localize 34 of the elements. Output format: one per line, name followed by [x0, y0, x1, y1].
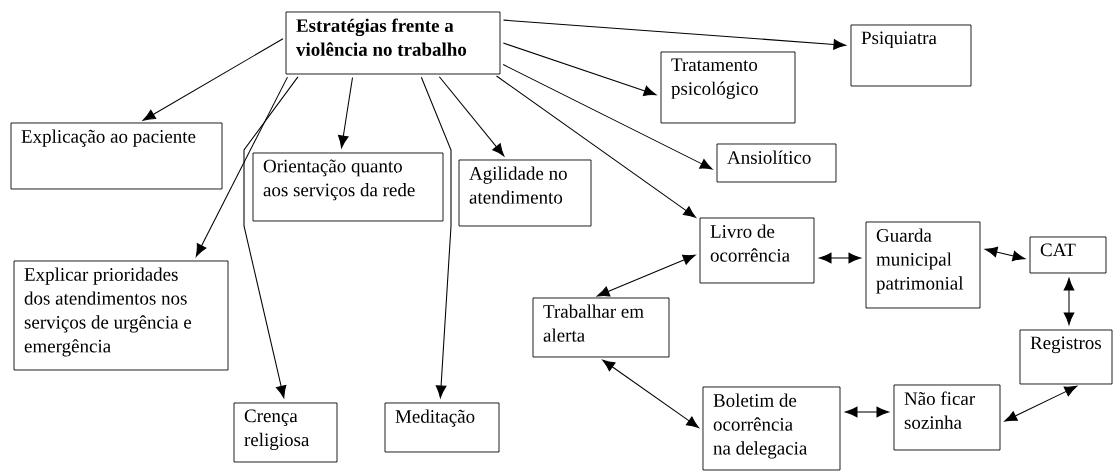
arrow — [596, 254, 696, 297]
text-box: Explicar prioridades dos atendimentos nos serviços de urgência e emergência — [13, 260, 229, 371]
arrow — [420, 76, 452, 398]
text-box: Boletim de ocorrência na delegacia — [702, 386, 841, 471]
text-box: Guarda municipal patrimonial — [865, 221, 981, 309]
arrow — [438, 76, 505, 157]
arrow — [1063, 277, 1075, 325]
text-box: Estratégias frente a violência no trabalho — [285, 11, 501, 75]
text-box: Meditação — [384, 402, 500, 453]
arrow — [503, 19, 847, 50]
arrow — [984, 246, 1026, 262]
text-box: CAT — [1029, 236, 1107, 274]
arrow — [338, 76, 354, 149]
arrow — [502, 42, 657, 96]
text-box: Trabalhar em alerta — [532, 297, 670, 358]
arrow — [845, 406, 889, 418]
text-box: Não ficar sozinha — [893, 384, 1001, 451]
arrow — [195, 76, 288, 257]
arrow — [819, 252, 861, 264]
text-box: Livro de ocorrência — [699, 217, 815, 284]
text-box: Agilidade no atendimento — [458, 159, 592, 227]
text-box: Psiquiatra — [850, 24, 972, 87]
text-box: Registros — [1019, 329, 1113, 385]
arrow — [502, 64, 713, 170]
text-box: Ansiolítico — [716, 143, 837, 183]
arrow — [142, 38, 284, 121]
text-box: Orientação quanto aos serviços da rede — [252, 152, 444, 222]
arrow — [602, 359, 699, 428]
arrow — [243, 76, 299, 399]
arrow — [1004, 385, 1078, 422]
text-box: Crença religiosa — [233, 402, 338, 463]
text-box: Tratamento psicológico — [660, 51, 796, 124]
arrow — [496, 75, 697, 218]
text-box: Explicação ao paciente — [10, 122, 223, 190]
